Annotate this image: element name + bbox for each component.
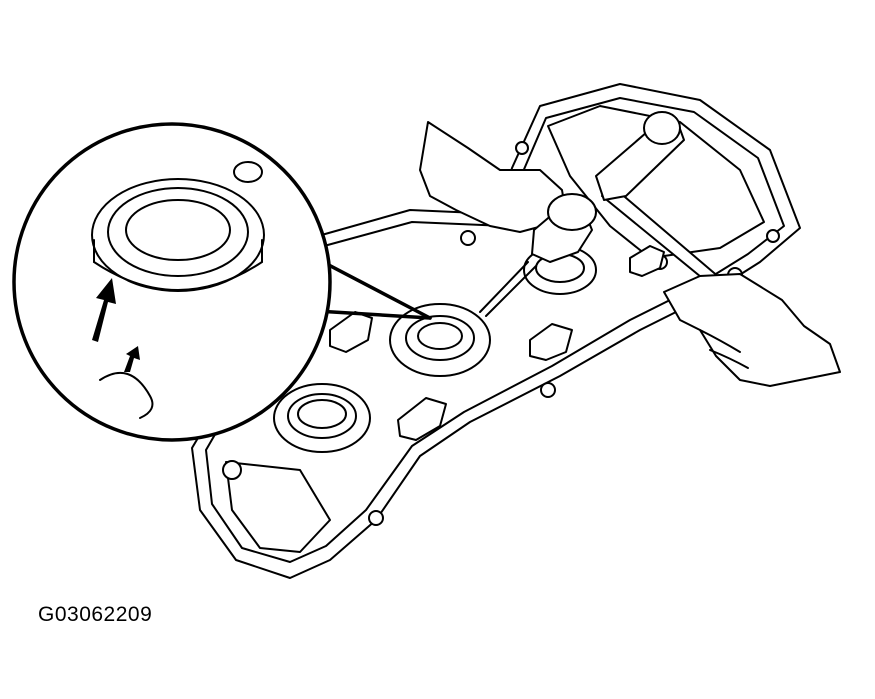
- oil-seal-front: [273, 383, 371, 453]
- figure-code: G03062209: [38, 603, 153, 626]
- oil-seal-center: [389, 303, 491, 377]
- detail-magnifier: [12, 122, 432, 442]
- hand-with-screwdriver: [419, 121, 597, 317]
- small-arrow-icon: [124, 346, 140, 372]
- hand-with-hammer: [595, 111, 841, 387]
- arrow-up-icon: [92, 278, 116, 342]
